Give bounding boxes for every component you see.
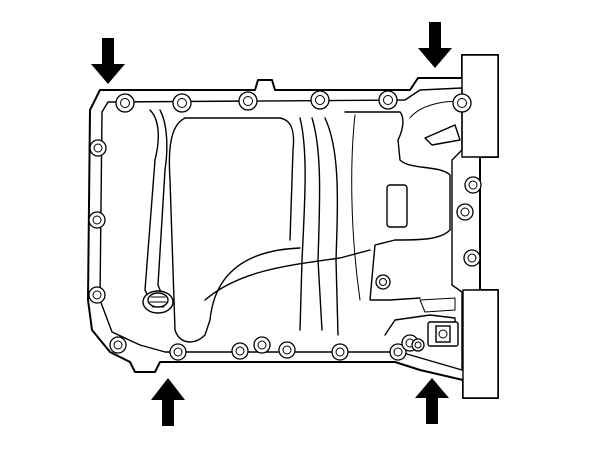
diagonal-rib: [204, 249, 371, 301]
bolt: [375, 274, 391, 290]
bolt: [456, 203, 474, 221]
arrow-down-icon: [418, 22, 452, 68]
arrow-down-icon: [91, 38, 125, 84]
bolt: [109, 336, 127, 354]
center-rib-left: [299, 117, 306, 331]
sump-left-wall: [144, 109, 159, 301]
bolt: [463, 249, 481, 267]
bolt: [464, 176, 482, 194]
bolt: [389, 343, 407, 361]
arrow-up-icon: [415, 378, 449, 424]
right-chamber-inner: [351, 114, 361, 301]
bolt: [452, 93, 472, 113]
bolt: [88, 286, 106, 304]
center-rib-outer: [324, 117, 339, 336]
center-rib-right: [311, 117, 323, 331]
bolt: [411, 338, 425, 352]
bolt: [115, 93, 135, 113]
arrow-up-icon: [151, 378, 185, 426]
upper-right-pocket: [424, 124, 461, 146]
bolt: [278, 341, 296, 359]
bolt: [378, 90, 398, 110]
bolt: [88, 211, 106, 229]
bottom-right-flange: [462, 289, 499, 399]
bolt: [89, 139, 107, 157]
bolt: [238, 91, 258, 111]
bolt: [331, 343, 349, 361]
bolt: [310, 90, 330, 110]
bolt: [231, 342, 249, 360]
sump-left-wall-inner: [157, 109, 168, 296]
bolt: [253, 336, 271, 354]
oil-level-sensor: [427, 321, 459, 347]
main-basin: [168, 117, 301, 343]
inner-rim: [99, 87, 463, 371]
bolt: [172, 93, 192, 113]
flange-bolts: [88, 90, 482, 361]
main-basin-top: [184, 117, 295, 241]
right-chamber: [344, 111, 451, 301]
bolt: [169, 343, 187, 361]
lower-right-recess: [419, 297, 456, 313]
drain-plug: [142, 290, 174, 314]
slot-pocket: [386, 184, 408, 228]
